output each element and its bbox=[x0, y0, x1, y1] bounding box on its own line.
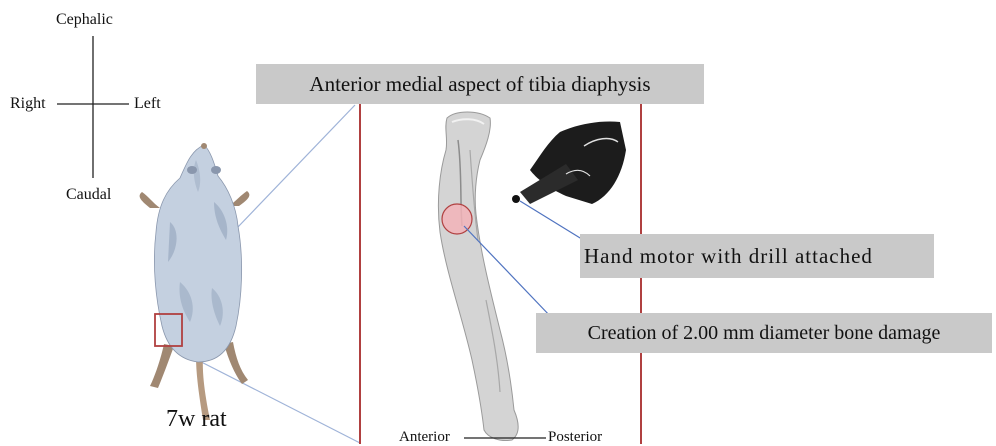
rat-front-left-leg bbox=[140, 192, 160, 208]
rat-hind-right-leg bbox=[224, 342, 248, 384]
callout-site: Anterior medial aspect of tibia diaphysi… bbox=[256, 64, 704, 104]
callout-tool-text: Hand motor with drill attached bbox=[584, 244, 873, 269]
hand-motor-drill-icon bbox=[512, 121, 626, 204]
label-cephalic: Cephalic bbox=[56, 12, 113, 28]
label-caudal: Caudal bbox=[66, 187, 111, 203]
label-right: Right bbox=[10, 96, 46, 112]
rat-age-label: 7w rat bbox=[166, 407, 227, 431]
callout-defect-text: Creation of 2.00 mm diameter bone damage bbox=[588, 322, 941, 345]
label-posterior: Posterior bbox=[548, 430, 602, 445]
drill-bit bbox=[512, 195, 520, 203]
label-anterior: Anterior bbox=[399, 430, 450, 445]
callout-defect: Creation of 2.00 mm diameter bone damage bbox=[536, 313, 992, 353]
tibia-bone bbox=[438, 112, 518, 441]
callout-tool: Hand motor with drill attached bbox=[580, 234, 934, 278]
orientation-cross bbox=[57, 36, 129, 178]
label-left: Left bbox=[134, 96, 161, 112]
rat-hind-left-leg bbox=[150, 344, 174, 388]
callout-site-text: Anterior medial aspect of tibia diaphysi… bbox=[309, 72, 650, 97]
